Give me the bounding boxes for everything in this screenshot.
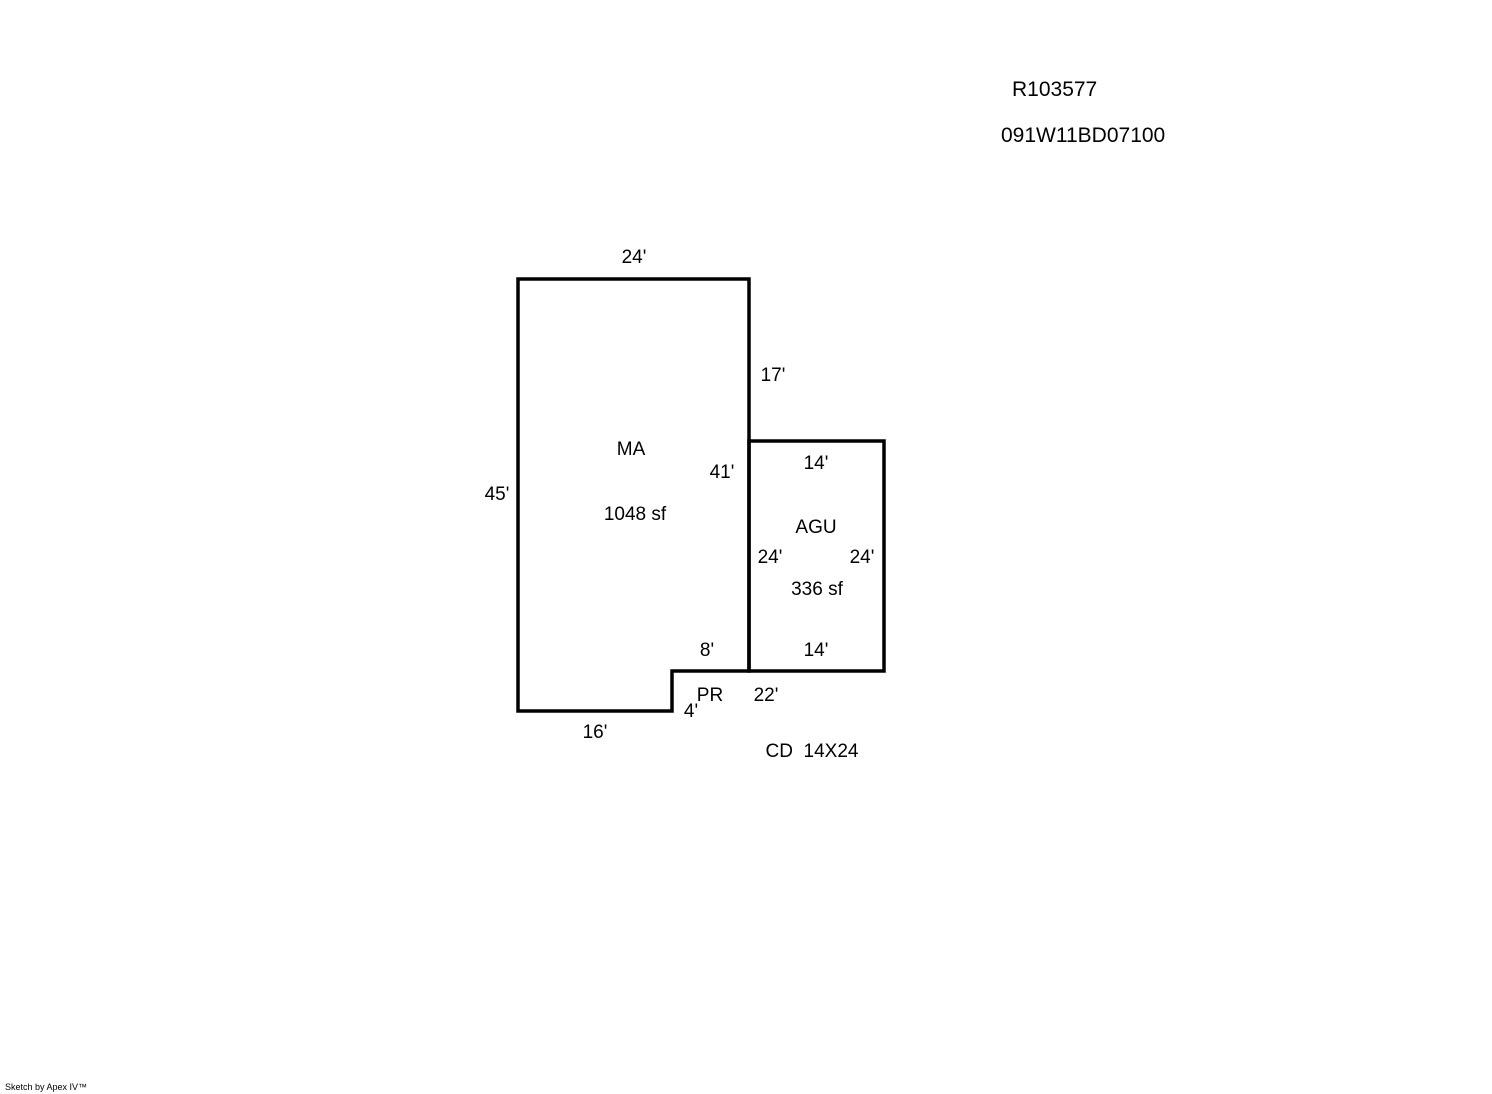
dim-notch-height: 4' (683, 701, 699, 722)
garage-area-size: 336 sf (791, 579, 843, 600)
sketch-credit: Sketch by Apex IV™ (5, 1082, 88, 1092)
deck-code: CD (765, 741, 793, 762)
dim-agu-right: 24' (849, 547, 875, 568)
dim-ma-right-upper: 17' (760, 365, 786, 386)
map-number: 091W11BD07100 (1001, 124, 1166, 147)
dim-ma-top: 24' (621, 247, 647, 268)
main-area-outline (516, 277, 751, 713)
garage-area-code: AGU (795, 517, 837, 538)
main-area-size: 1048 sf (603, 504, 667, 525)
dim-agu-top: 14' (803, 453, 829, 474)
parcel-id: R103577 (1012, 78, 1098, 101)
dim-agu-bottom: 14' (803, 640, 829, 661)
deck-size: 14X24 (803, 741, 859, 762)
deck-label: CD 14X24 (766, 741, 859, 763)
main-area-code: MA (616, 439, 646, 460)
dim-ma-right-lower: 41' (709, 462, 735, 483)
porch-area-code: PR (696, 685, 724, 706)
dim-ma-bottom: 16' (582, 722, 608, 743)
dim-notch-width: 8' (699, 640, 715, 661)
dim-ma-left: 45' (484, 484, 510, 505)
garage-area-outline (747, 439, 886, 673)
dim-agu-left: 24' (757, 547, 783, 568)
dim-pr-length: 22' (753, 685, 779, 706)
